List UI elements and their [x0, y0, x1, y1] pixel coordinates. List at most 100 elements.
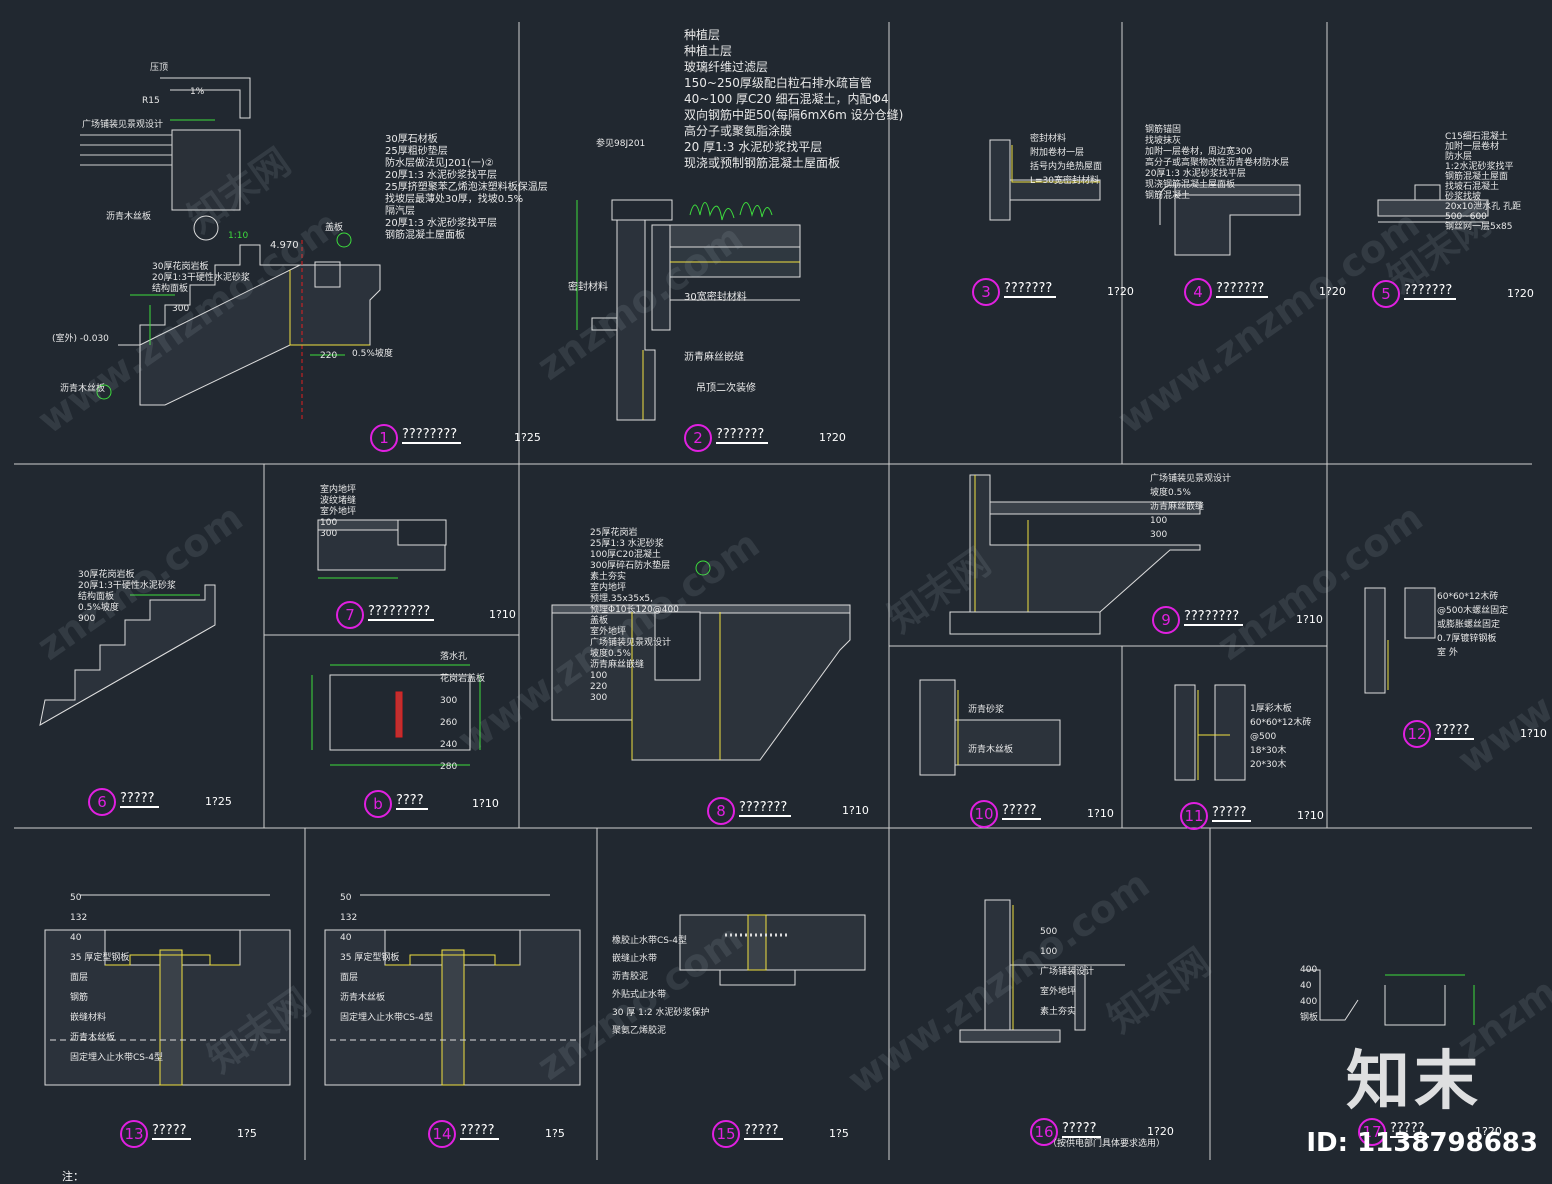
detail-title: ????? [1435, 723, 1474, 740]
detail-scale: 1?10 [1296, 613, 1323, 626]
d16-line: 室外地坪 [1040, 987, 1077, 997]
detail-scale: 1?20 [1319, 285, 1346, 298]
d1-stair-line: 结构面板 [152, 284, 189, 294]
d1-elevation-outdoor: (室外) -0.030 [52, 334, 109, 344]
detail-number-badge: 1 [370, 424, 398, 452]
detail-7-drawing [317, 519, 447, 579]
detail-title: ??????? [1404, 283, 1457, 300]
detail-4-drawing [1159, 184, 1301, 256]
d14-line: 50 [340, 893, 352, 903]
d8-line: 室外地坪 [590, 627, 627, 637]
d16-line: 100 [1040, 947, 1058, 957]
d1-layers-line: 找坡层最薄处30厚，找坡0.5% [385, 194, 524, 205]
detail-11-drawing [1174, 684, 1246, 781]
d13-line: 50 [70, 893, 82, 903]
d11-line: 18*30木 [1250, 746, 1287, 756]
detail-title: ???????? [402, 427, 462, 444]
d4-line: 现浇钢筋混凝土屋面板 [1145, 180, 1236, 190]
d7-line: 室外地坪 [320, 507, 357, 517]
d1-layers-line: 隔汽层 [385, 206, 415, 217]
d6-line: 20厚1:3干硬性水泥砂浆 [78, 581, 176, 591]
d13-line: 固定埋入止水带CS-4型 [70, 1053, 163, 1063]
d5-line: 20x10泄水孔 孔距 [1445, 202, 1522, 212]
d14-line: 132 [340, 913, 358, 923]
d1-layers-line: 25厚粗砂垫层 [385, 146, 448, 157]
d4-line: 加附一层卷材，周边宽300 [1145, 147, 1253, 157]
d8-line: 220 [590, 682, 608, 692]
detail-scale: 1?5 [237, 1127, 257, 1140]
d10-line: 沥青砂浆 [968, 705, 1005, 715]
detail-title: ???? [396, 793, 428, 810]
d6-line: 30厚花岗岩板 [78, 570, 135, 580]
d1-paving-note: 广场铺装见景观设计 [82, 120, 164, 130]
detail-title: ????? [744, 1123, 783, 1140]
d8-line: 100 [590, 671, 608, 681]
d1-layers-line: 20厚1:3 水泥砂浆找平层 [385, 218, 497, 229]
detail-number-badge: 14 [428, 1120, 456, 1148]
brand-logo: 知末 [1346, 1045, 1482, 1119]
d2-seal: 密封材料 [568, 282, 608, 293]
d11-line: 1厚彩木板 [1250, 704, 1292, 714]
detail-scale: 1?5 [545, 1127, 565, 1140]
panel16-subtitle: （按供电部门具体要求选用） [1048, 1139, 1166, 1149]
detail-scale: 1?5 [829, 1127, 849, 1140]
d1-layers-line: 钢筋混凝土屋面板 [385, 230, 465, 241]
d13-line: 40 [70, 933, 82, 943]
detail-number-badge: 9 [1152, 606, 1180, 634]
detail-title: ???????? [1184, 609, 1244, 626]
d1-layers-line: 20厚1:3 水泥砂浆找平层 [385, 170, 497, 181]
d2-layers-line: 种植层 [684, 28, 721, 42]
d7-line: 波纹堵缝 [320, 496, 357, 506]
db-line: 240 [440, 740, 458, 750]
d13-line: 钢筋 [70, 993, 89, 1003]
detail-title: ??????? [1004, 281, 1057, 298]
d1-r15: R15 [142, 96, 160, 106]
detail-6-drawing [39, 584, 216, 726]
detail-scale: 1?25 [205, 795, 232, 808]
d8-line: 坡度0.5% [590, 649, 631, 659]
detail-3-drawing [989, 139, 1101, 221]
d1-asphalt-2: 沥青木丝板 [60, 384, 106, 394]
d17-line: 400 [1300, 997, 1318, 1007]
d2-layers-line: 现浇或预制钢筋混凝土屋面板 [684, 156, 841, 170]
d1-layers-line: 30厚石材板 [385, 134, 438, 145]
detail-number-badge: 11 [1180, 802, 1208, 830]
d2-layers-line: 20 厚1:3 水泥砂浆找平层 [684, 140, 823, 154]
d5-line: C15细石混凝土 [1445, 132, 1508, 142]
d15-line: 30 厚 1:2 水泥砂浆保护 [612, 1008, 710, 1018]
detail-scale: 1?10 [1297, 809, 1324, 822]
d11-line: 20*30木 [1250, 760, 1287, 770]
d5-line: 加附一层卷材 [1445, 142, 1500, 152]
d2-ref: 参见98J201 [596, 139, 646, 149]
d15-line: 沥青胶泥 [612, 972, 649, 982]
d8-line: 盖板 [590, 616, 609, 626]
d6-line: 0.5%坡度 [78, 603, 119, 613]
detail-number-badge: b [364, 790, 392, 818]
d5-line: 钢筋混凝土屋面 [1445, 172, 1509, 182]
d12-line: 或膨胀螺丝固定 [1437, 620, 1501, 630]
detail-number-badge: 5 [1372, 280, 1400, 308]
d16-line: 素土夯实 [1040, 1007, 1077, 1017]
d4-line: 钢筋锚固 [1145, 125, 1182, 135]
detail-title: ????? [1212, 805, 1251, 822]
detail-scale: 1?10 [1520, 727, 1547, 740]
d14-line: 面层 [340, 973, 359, 983]
detail-scale: 1?10 [489, 608, 516, 621]
d1-stair-line: 20厚1:3干硬性水泥砂浆 [152, 273, 250, 283]
d2-seal-2: 30宽密封材料 [684, 292, 747, 303]
d8-line: 素土夯实 [590, 572, 627, 582]
d12-line: @500木螺丝固定 [1437, 606, 1509, 616]
d14-line: 35 厚定型钢板 [340, 953, 400, 963]
d1-cover: 盖板 [325, 223, 344, 233]
detail-16-drawing [959, 899, 1125, 1043]
d12-line: 60*60*12木砖 [1437, 592, 1499, 602]
